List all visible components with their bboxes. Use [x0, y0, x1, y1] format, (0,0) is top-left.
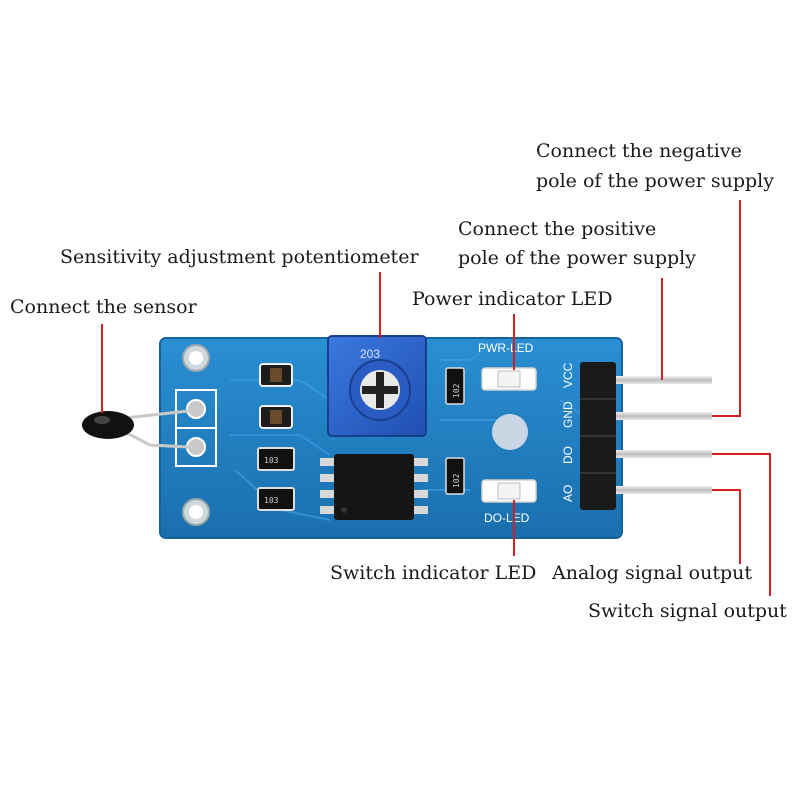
callout-analog-output: Analog signal output — [552, 562, 753, 584]
callout-positive-1: Connect the positive — [458, 218, 657, 240]
small-resistor-mark-0: 102 — [452, 473, 461, 488]
pin-vcc[interactable] — [616, 376, 712, 384]
callout-positive-2: pole of the power supply — [458, 247, 696, 269]
pin-header — [580, 362, 616, 510]
callout-switch-led: Switch indicator LED — [330, 562, 537, 584]
pwr-led-silkscreen: PWR-LED — [478, 341, 534, 355]
pot-marking: 203 — [360, 347, 380, 361]
callout-negative-2: pole of the power supply — [536, 170, 774, 192]
mounting-hole-center — [492, 414, 528, 450]
callout-sensitivity: Sensitivity adjustment potentiometer — [60, 246, 419, 268]
callout-switch-output: Switch signal output — [588, 600, 787, 622]
callout-connect-sensor: Connect the sensor — [10, 296, 197, 318]
do-led-silkscreen: DO-LED — [484, 511, 530, 525]
callout-negative-1: Connect the negative — [536, 140, 742, 162]
resistor-mark-1: 103 — [264, 456, 279, 465]
pin-label-ao: AO — [561, 485, 575, 502]
resistor-mark-2: 103 — [264, 496, 279, 505]
smd-components — [257, 363, 465, 511]
pin-ao[interactable] — [616, 486, 712, 494]
thermistor-sensor — [82, 409, 189, 449]
pin-label-do: DO — [561, 446, 575, 464]
leader-analog — [712, 453, 771, 596]
sensor-pads — [175, 389, 217, 467]
pin-gnd[interactable] — [616, 412, 712, 420]
callout-power-led: Power indicator LED — [412, 288, 613, 310]
mounting-hole-bottom — [182, 498, 210, 526]
switch-led — [481, 479, 537, 503]
comparator-ic — [320, 454, 428, 520]
sensitivity-potentiometer[interactable] — [327, 335, 427, 437]
pin-do[interactable] — [616, 450, 712, 458]
mounting-hole-top — [182, 344, 210, 372]
leader-switch-output — [712, 489, 741, 564]
power-led — [481, 367, 537, 391]
leader-negative — [712, 200, 741, 417]
pin-label-vcc: VCC — [561, 362, 575, 388]
leader-lines — [101, 200, 771, 596]
pin-label-gnd: GND — [561, 401, 575, 428]
resistor-mark-0: 102 — [452, 383, 461, 398]
